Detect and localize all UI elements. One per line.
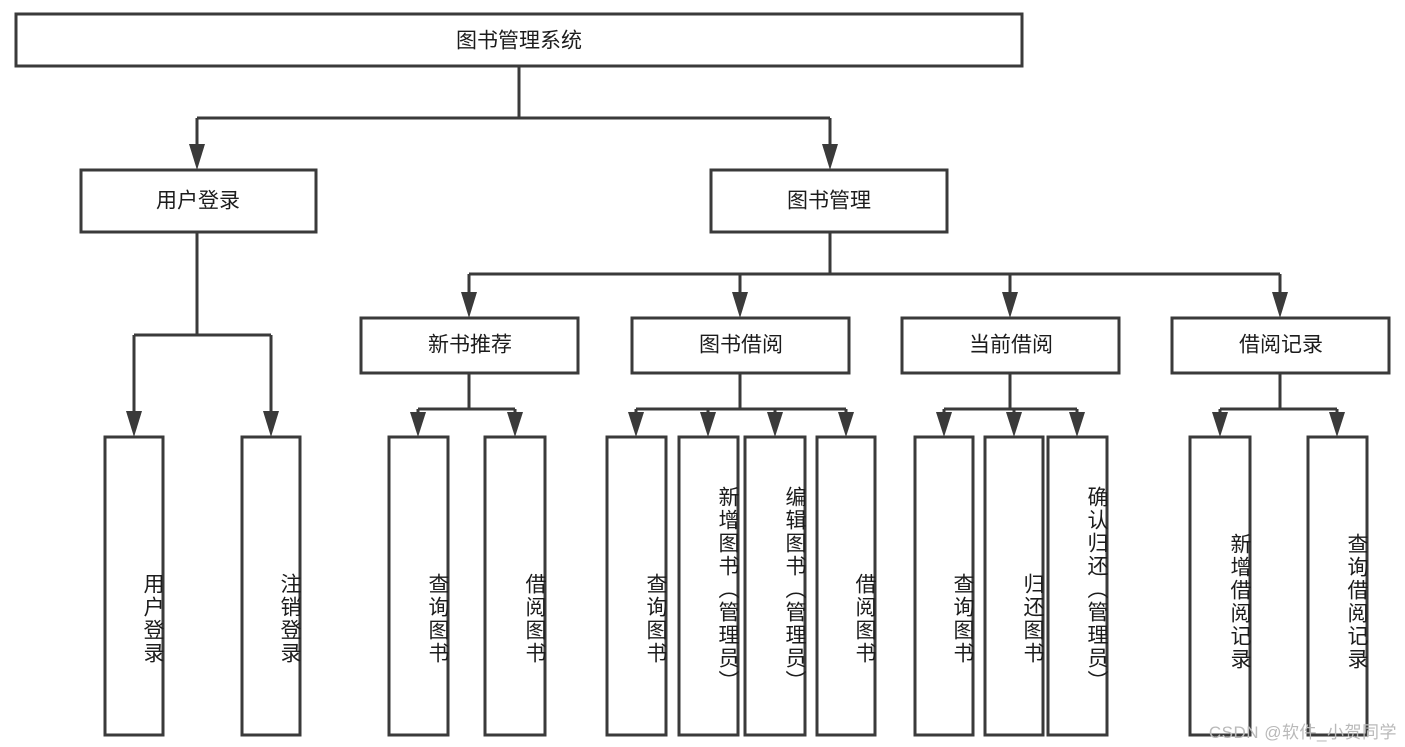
arrow-to-leaf-add-record — [1212, 412, 1228, 437]
node-book-management-box[interactable] — [709, 168, 949, 234]
leaf-box-borrow-book-2[interactable] — [815, 435, 877, 737]
node-book-borrow[interactable]: 图书借阅 — [630, 316, 851, 375]
node-new-book-recommend-label: 新书推荐 — [428, 334, 512, 357]
connector-group-new-book-recommend — [410, 373, 523, 437]
connector-group-borrow-record — [1212, 373, 1345, 437]
node-current-borrow[interactable]: 当前借阅 — [900, 316, 1121, 375]
node-root-box[interactable] — [14, 12, 1024, 68]
leaf-box-confirm-return[interactable] — [1046, 435, 1109, 737]
node-user-login[interactable]: 用户登录 — [79, 168, 318, 234]
arrow-to-new-book-recommend — [461, 292, 477, 318]
connector-group-current-borrow — [936, 373, 1085, 437]
node-root-label: 图书管理系统 — [456, 30, 582, 53]
arrow-to-leaf-query-record — [1329, 412, 1345, 437]
connector-group-user-login — [126, 232, 279, 437]
node-user-login-label: 用户登录 — [156, 190, 240, 213]
arrow-to-current-borrow — [1002, 292, 1018, 318]
arrow-to-leaf-query-book-3 — [936, 412, 952, 437]
arrow-to-leaf-logout-login — [263, 411, 279, 437]
arrow-to-book-borrow — [732, 292, 748, 318]
node-current-borrow-label: 当前借阅 — [969, 334, 1053, 357]
node-book-management-label: 图书管理 — [787, 190, 871, 213]
arrow-to-leaf-confirm-return — [1069, 412, 1085, 437]
node-borrow-record-label: 借阅记录 — [1239, 334, 1323, 357]
csdn-watermark: CSDN @软件_小贺同学 — [1208, 723, 1397, 742]
leaf-box-query-book-1[interactable] — [387, 435, 450, 737]
leaf-box-group — [103, 435, 1369, 737]
arrow-to-leaf-borrow-book-1 — [507, 412, 523, 437]
node-book-borrow-label: 图书借阅 — [699, 334, 783, 357]
arrow-to-book-management — [822, 144, 838, 170]
leaf-box-add-record[interactable] — [1188, 435, 1252, 737]
node-borrow-record-box[interactable] — [1170, 316, 1391, 375]
arrow-to-leaf-query-book-2 — [628, 412, 644, 437]
node-new-book-recommend-box[interactable] — [359, 316, 580, 375]
connector-group-book-management — [461, 232, 1288, 318]
leaf-box-query-book-3[interactable] — [913, 435, 975, 737]
leaf-box-query-record[interactable] — [1306, 435, 1369, 737]
node-borrow-record[interactable]: 借阅记录 — [1170, 316, 1391, 375]
leaf-box-query-book-2[interactable] — [605, 435, 668, 737]
arrow-to-leaf-edit-book — [767, 412, 783, 437]
node-new-book-recommend[interactable]: 新书推荐 — [359, 316, 580, 375]
node-current-borrow-box[interactable] — [900, 316, 1121, 375]
arrow-to-user-login — [189, 144, 205, 170]
node-book-borrow-box[interactable] — [630, 316, 851, 375]
leaf-box-logout-login[interactable] — [240, 435, 302, 737]
arrow-to-leaf-return-book — [1006, 412, 1022, 437]
connector-group-root — [189, 66, 838, 170]
node-book-management[interactable]: 图书管理 — [709, 168, 949, 234]
connector-group-book-borrow — [628, 373, 854, 437]
leaf-box-edit-book[interactable] — [743, 435, 807, 737]
arrow-to-leaf-borrow-book-2 — [838, 412, 854, 437]
leaf-box-return-book[interactable] — [983, 435, 1045, 737]
arrow-to-leaf-add-book — [700, 412, 716, 437]
arrow-to-leaf-query-book-1 — [410, 412, 426, 437]
arrow-to-borrow-record — [1272, 292, 1288, 318]
leaf-box-user-login[interactable] — [103, 435, 165, 737]
node-root[interactable]: 图书管理系统 — [14, 12, 1024, 68]
leaf-box-borrow-book-1[interactable] — [483, 435, 547, 737]
arrow-to-leaf-user-login — [126, 411, 142, 437]
node-user-login-box[interactable] — [79, 168, 318, 234]
leaf-box-add-book[interactable] — [677, 435, 740, 737]
